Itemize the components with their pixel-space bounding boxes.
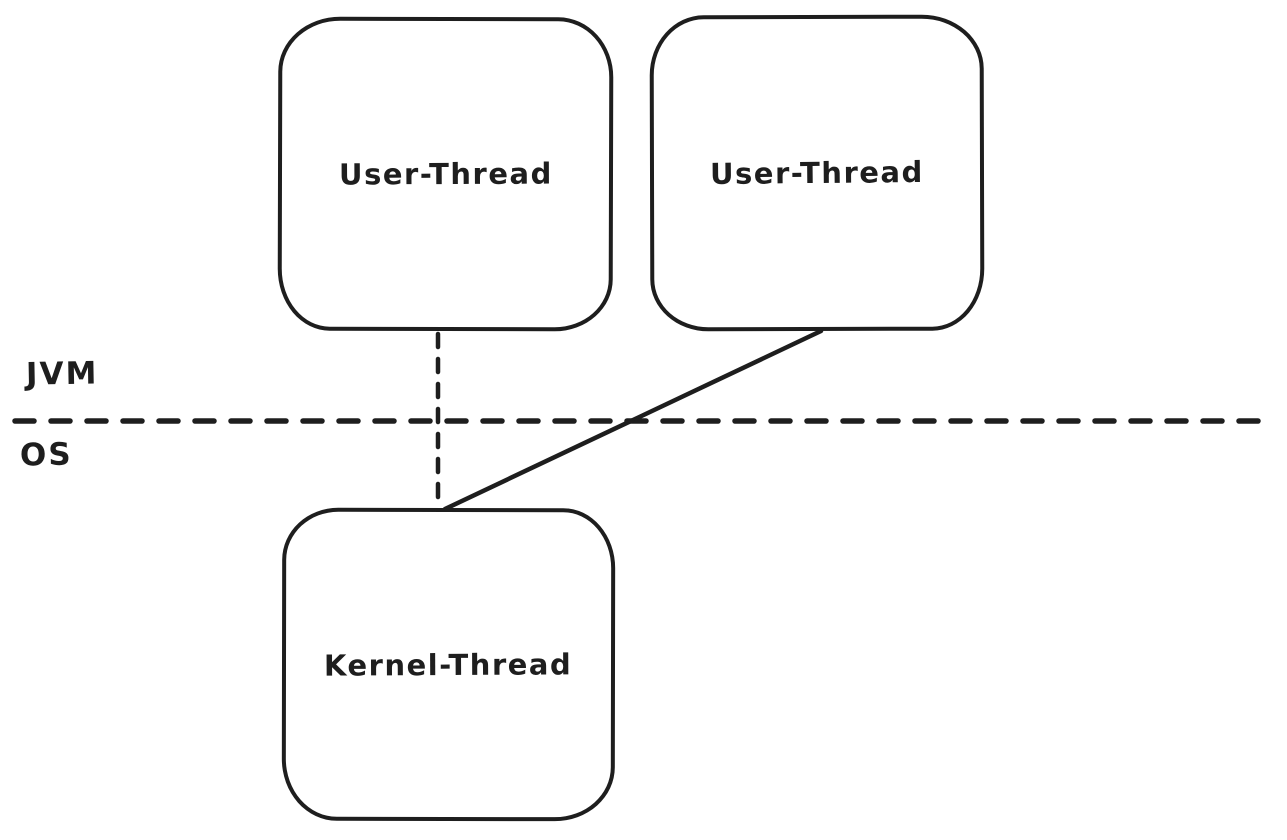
user-thread-2-label: User-Thread	[709, 154, 925, 192]
user-thread-1-label: User-Thread	[338, 156, 553, 192]
user2-kernel-solid-connector-overstroke	[446, 335, 809, 510]
os-boundary-label: OS	[19, 436, 73, 474]
jvm-boundary-label: JVM	[25, 355, 99, 393]
kernel-thread-label: Kernel-Thread	[324, 646, 573, 683]
kernel-thread-box: Kernel-Thread	[281, 507, 616, 822]
user-thread-box-2: User-Thread	[649, 14, 985, 332]
user-thread-box-1: User-Thread	[277, 16, 614, 332]
